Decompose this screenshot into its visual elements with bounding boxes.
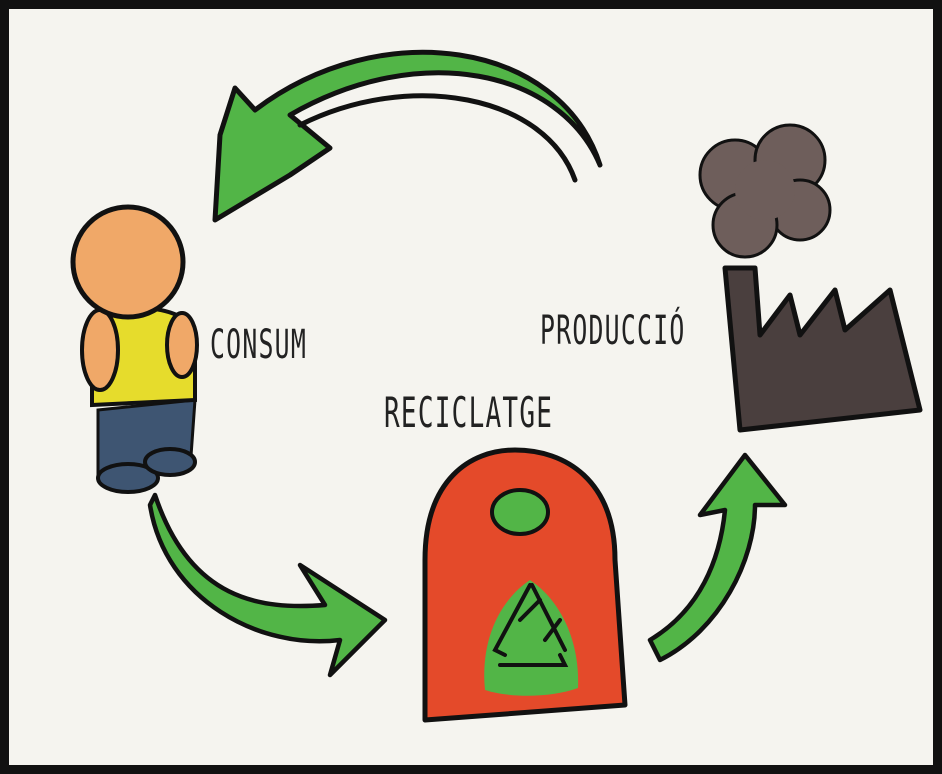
recycle-symbol-icon (492, 583, 569, 667)
factory-icon (722, 265, 923, 433)
label-recycling: RECICLATGE (384, 388, 554, 437)
arrow-production-to-consumption (212, 49, 603, 223)
label-production: PRODUCCIÓ (540, 308, 686, 354)
person-icon (70, 204, 199, 494)
recycling-bin-icon (422, 447, 628, 723)
label-consumption: CONSUM (210, 322, 308, 368)
smoke-icon (698, 123, 832, 259)
arrow-recycling-to-production (647, 452, 788, 663)
arrow-consumption-to-recycling (147, 492, 388, 678)
